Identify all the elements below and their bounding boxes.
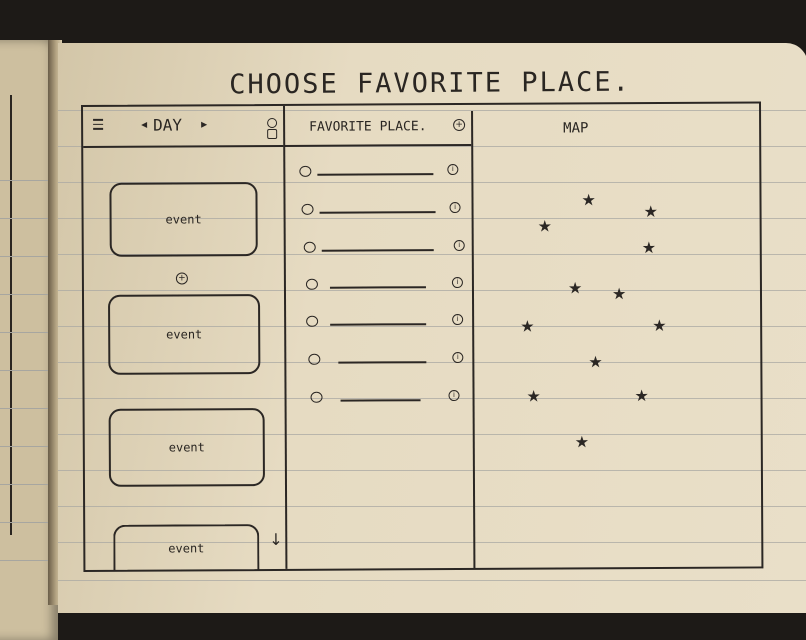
map-pin-star-icon[interactable]: ★ bbox=[526, 386, 541, 406]
event-card[interactable]: event bbox=[113, 524, 260, 571]
favorites-header-label: FAVORITE PLACE. bbox=[309, 119, 427, 135]
ruled-line bbox=[58, 470, 806, 471]
event-label: event bbox=[168, 440, 205, 455]
map-header-label: MAP bbox=[563, 120, 589, 137]
page-title: CHOOSE FAVORITE PLACE. bbox=[229, 66, 631, 101]
ruled-line bbox=[58, 182, 806, 183]
event-label: event bbox=[165, 212, 202, 227]
info-icon[interactable]: i bbox=[453, 239, 465, 252]
ruled-line bbox=[58, 326, 806, 327]
ruled-line bbox=[58, 218, 806, 219]
event-card[interactable]: event bbox=[108, 408, 265, 487]
event-label: event bbox=[166, 327, 203, 342]
map-panel: MAP ★ ★ ★ ★ ★ ★ ★ ★ ★ ★ ★ ★ bbox=[83, 103, 759, 451]
map-pin-star-icon[interactable]: ★ bbox=[652, 315, 667, 336]
map-pin-star-icon[interactable]: ★ bbox=[520, 316, 535, 336]
ruled-line bbox=[58, 580, 806, 581]
ruled-line bbox=[58, 506, 806, 507]
info-icon[interactable]: i bbox=[452, 352, 464, 364]
profile-icon[interactable] bbox=[267, 117, 278, 129]
ruled-line bbox=[58, 146, 806, 147]
map-pin-star-icon[interactable]: ★ bbox=[581, 190, 596, 210]
map-pin-star-icon[interactable]: ★ bbox=[588, 352, 603, 372]
info-icon[interactable]: i bbox=[451, 277, 463, 289]
scroll-down-icon[interactable]: ↓ bbox=[269, 529, 283, 550]
ruled-line bbox=[58, 398, 806, 399]
header-divider bbox=[83, 144, 284, 148]
map-pin-star-icon[interactable]: ★ bbox=[574, 432, 590, 452]
event-card[interactable]: event bbox=[109, 182, 258, 257]
map-pin-star-icon[interactable]: ★ bbox=[537, 216, 553, 236]
map-pin-star-icon[interactable]: ★ bbox=[567, 278, 583, 298]
add-icon[interactable]: + bbox=[175, 272, 188, 285]
prev-arrow-icon[interactable]: ◀ bbox=[141, 119, 148, 131]
column-divider bbox=[283, 105, 288, 569]
add-favorite-icon[interactable]: + bbox=[453, 118, 466, 132]
notebook-page bbox=[58, 43, 806, 613]
map-pin-star-icon[interactable]: ★ bbox=[611, 284, 627, 304]
next-arrow-icon[interactable]: ▶ bbox=[201, 119, 208, 131]
ruled-line bbox=[58, 362, 806, 363]
ruled-line bbox=[58, 290, 806, 291]
header-divider bbox=[283, 143, 472, 147]
info-icon[interactable]: i bbox=[449, 202, 461, 214]
event-card[interactable]: event bbox=[107, 294, 261, 375]
profile-icon-body bbox=[267, 128, 278, 140]
favorite-item[interactable]: i bbox=[305, 277, 466, 293]
hamburger-menu-icon[interactable] bbox=[93, 118, 104, 131]
favorites-panel: FAVORITE PLACE. + i i i i i i i bbox=[83, 103, 759, 403]
favorite-item[interactable]: i bbox=[303, 239, 465, 256]
ruled-line bbox=[58, 434, 806, 435]
day-panel: ◀ DAY ▶ event + event event event ↓ bbox=[83, 103, 759, 571]
day-header-label: DAY bbox=[153, 115, 183, 135]
favorite-item[interactable]: i bbox=[301, 202, 462, 218]
ruled-line bbox=[58, 254, 806, 255]
map-pin-star-icon[interactable]: ★ bbox=[643, 201, 658, 222]
favorite-item[interactable]: i bbox=[310, 390, 471, 406]
info-icon[interactable]: i bbox=[452, 314, 464, 326]
column-divider bbox=[471, 110, 476, 568]
app-wireframe: ◀ DAY ▶ event + event event event ↓ FAVO… bbox=[81, 101, 764, 572]
info-icon[interactable]: i bbox=[448, 390, 460, 402]
ruled-line bbox=[58, 542, 806, 543]
map-pin-star-icon[interactable]: ★ bbox=[634, 386, 649, 406]
favorite-item[interactable]: i bbox=[306, 314, 466, 330]
favorite-item[interactable]: i bbox=[299, 164, 459, 180]
event-label: event bbox=[168, 541, 205, 556]
ruled-line bbox=[58, 110, 806, 111]
map-pin-star-icon[interactable]: ★ bbox=[641, 237, 657, 258]
info-icon[interactable]: i bbox=[447, 164, 459, 176]
favorite-item[interactable]: i bbox=[308, 352, 468, 368]
